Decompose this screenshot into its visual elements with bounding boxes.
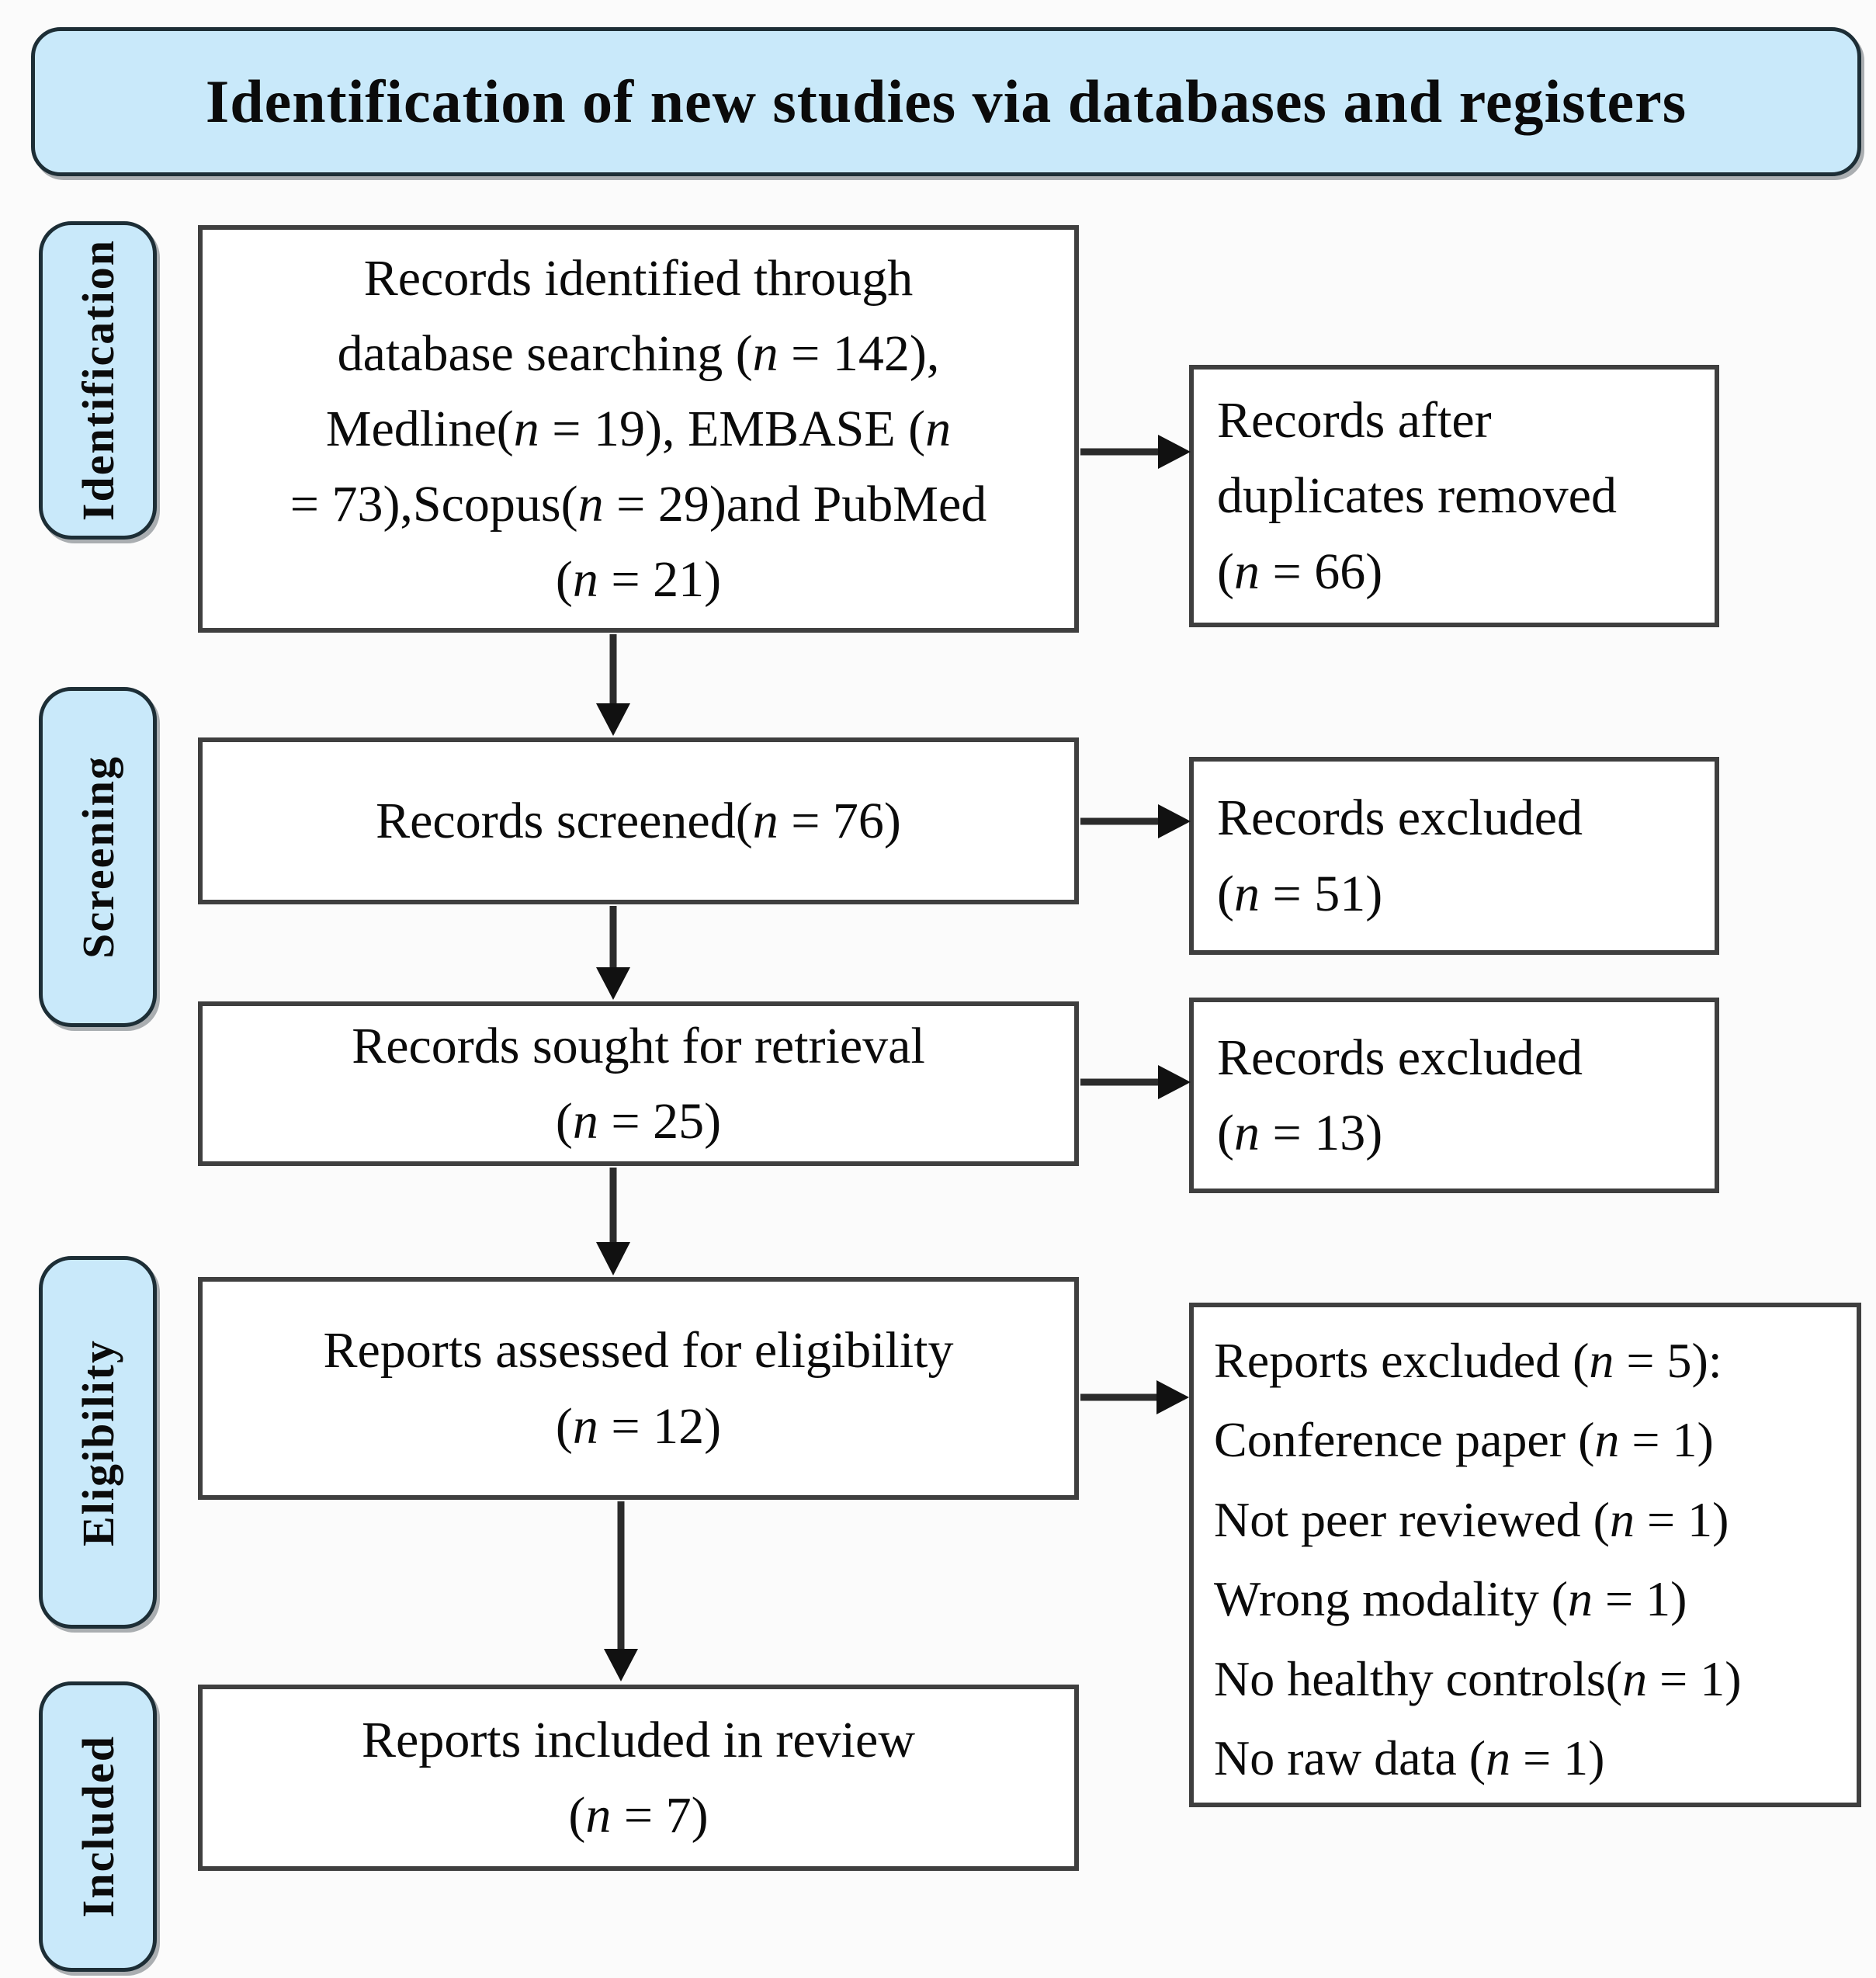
stage-label-screening: Screening [39,687,157,1027]
stage-label-identification: Identification [39,221,157,540]
box-reports-assessed-text: Reports assessed for eligibility(n = 12) [323,1322,954,1455]
box-records-excluded-51: Records excluded(n = 51) [1189,757,1719,955]
box-records-sought-for-retrieval: Records sought for retrieval(n = 25) [198,1001,1079,1166]
arrow-identified-to-duplicates [1080,435,1191,469]
stage-label-eligibility-text: Eligibility [72,1338,123,1546]
box-records-sought-text: Records sought for retrieval(n = 25) [352,1017,925,1150]
box-records-excluded-51-text: Records excluded(n = 51) [1217,789,1583,922]
box-reports-excluded-5-text: Reports excluded (n = 5):Conference pape… [1214,1333,1742,1785]
box-records-screened: Records screened(n = 76) [198,737,1079,904]
arrow-identified-to-screened [596,634,630,736]
figure-title: Identification of new studies via databa… [31,27,1861,176]
arrow-assessed-to-included [604,1501,638,1681]
box-reports-included-in-review: Reports included in review(n = 7) [198,1685,1079,1871]
arrow-screened-to-sought [596,906,630,1000]
stage-label-included: Included [39,1681,157,1972]
box-records-excluded-13-text: Records excluded(n = 13) [1217,1029,1583,1161]
box-reports-included-text: Reports included in review(n = 7) [362,1711,915,1844]
box-records-excluded-13: Records excluded(n = 13) [1189,998,1719,1193]
arrow-sought-to-excluded-13 [1080,1065,1191,1099]
stage-label-eligibility: Eligibility [39,1256,157,1629]
box-reports-excluded-5: Reports excluded (n = 5):Conference pape… [1189,1303,1861,1807]
arrow-sought-to-assessed [596,1168,630,1275]
box-reports-assessed-for-eligibility: Reports assessed for eligibility(n = 12) [198,1277,1079,1500]
stage-label-identification-text: Identification [72,239,123,522]
stage-label-included-text: Included [72,1735,123,1918]
arrow-assessed-to-excluded-reports [1080,1380,1189,1414]
arrow-screened-to-excluded-51 [1080,804,1191,838]
figure-title-text: Identification of new studies via databa… [205,68,1687,135]
stage-label-screening-text: Screening [72,755,123,959]
box-records-screened-text: Records screened(n = 76) [376,792,901,849]
